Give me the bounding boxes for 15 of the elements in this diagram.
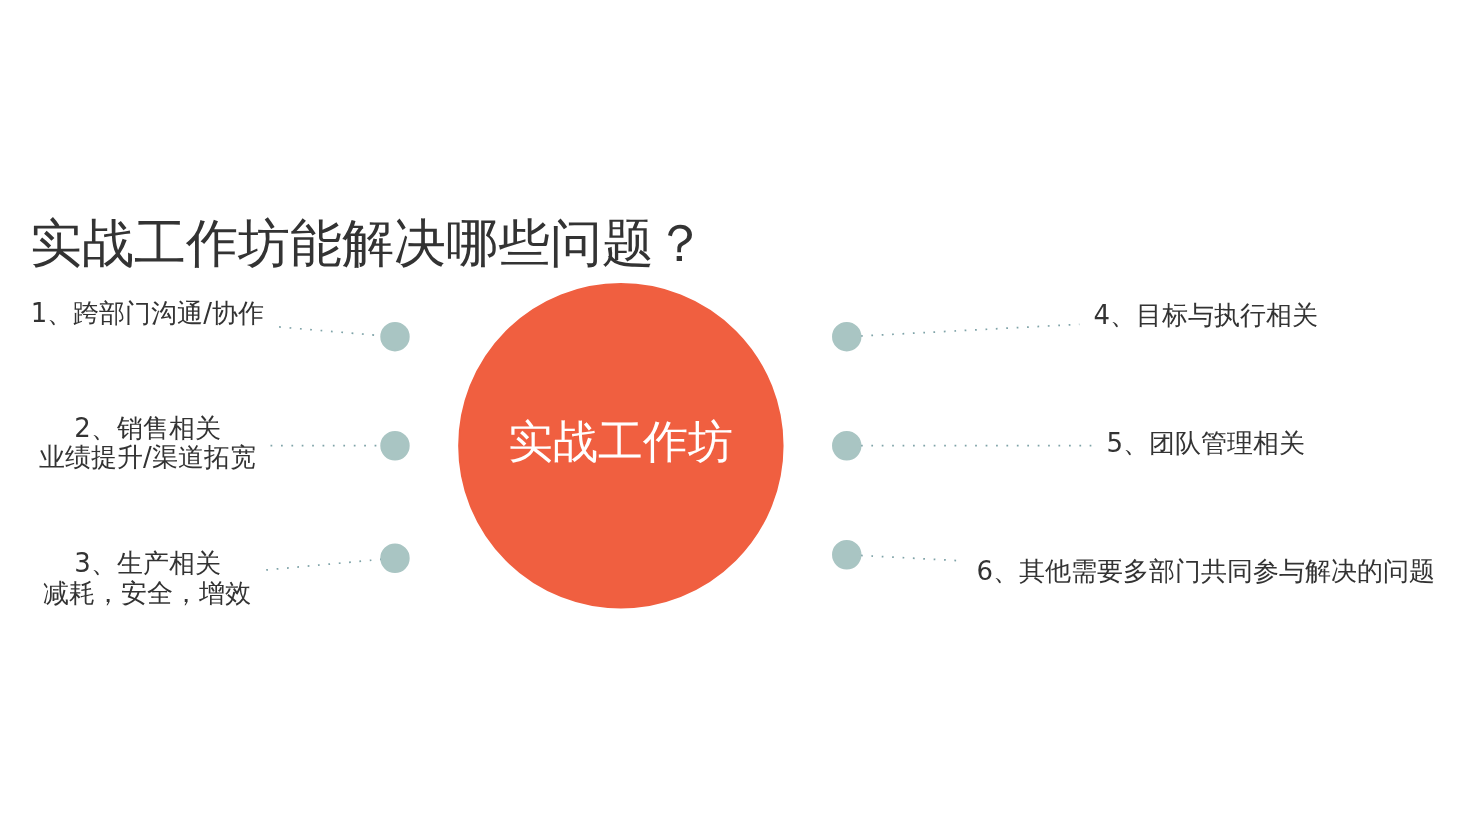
node-text: 5、团队管理相关 <box>1106 427 1306 458</box>
connector <box>265 558 382 571</box>
node-text: 3、生产相关 减耗，安全，增效 <box>43 547 252 607</box>
node-text: 2、销售相关 业绩提升/渠道拓宽 <box>39 412 256 472</box>
node-circle <box>380 321 410 351</box>
node-circle <box>380 543 410 573</box>
node-circle <box>832 539 862 569</box>
node-circle <box>380 430 410 460</box>
node-circle: 实战工作坊 <box>458 282 784 608</box>
node-circle <box>832 321 862 351</box>
node-text: 1、跨部门沟通/协作 <box>30 297 265 328</box>
node-text: 6、其他需要多部门共同参与解决的问题 <box>976 555 1436 586</box>
diagram-title: 实战工作坊能解决哪些问题？ <box>30 212 707 273</box>
node-circle <box>832 430 862 460</box>
node-text: 4、目标与执行相关 <box>1093 299 1319 330</box>
